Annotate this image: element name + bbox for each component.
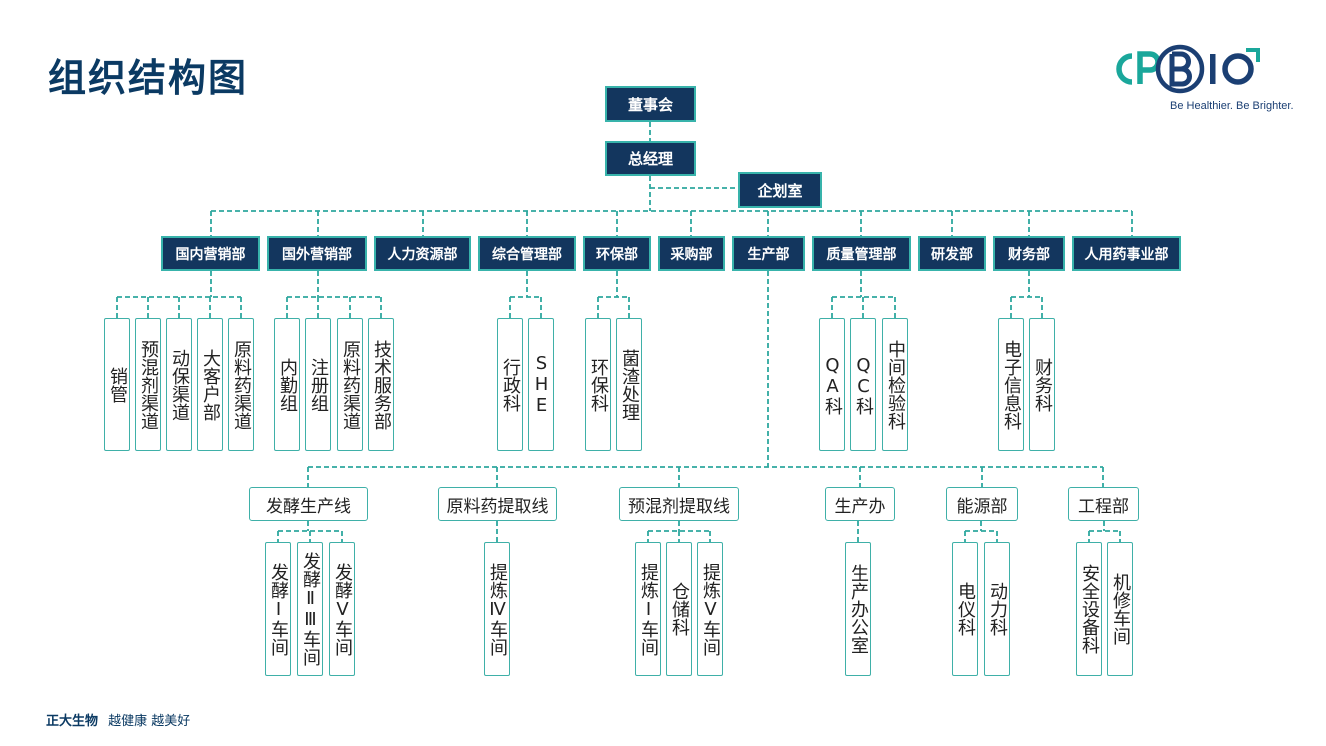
footer: 正大生物 越健康 越美好 bbox=[46, 710, 190, 729]
unit-box: 销管 bbox=[104, 318, 130, 451]
unit-box: 技术服务部 bbox=[368, 318, 394, 451]
unit-box: 内勤组 bbox=[274, 318, 300, 451]
workshop-box: 机修车间 bbox=[1107, 542, 1133, 676]
line-box: 生产办 bbox=[825, 487, 895, 521]
workshop-box: 安全设备科 bbox=[1076, 542, 1102, 676]
footer-slogan: 越健康 越美好 bbox=[108, 714, 191, 729]
line-box: 能源部 bbox=[946, 487, 1018, 521]
unit-box: 注册组 bbox=[305, 318, 331, 451]
workshop-box: 电仪科 bbox=[952, 542, 978, 676]
unit-box: 大客户部 bbox=[197, 318, 223, 451]
workshop-box: 发酵ⅡⅢ车间 bbox=[297, 542, 323, 676]
unit-box: 行政科 bbox=[497, 318, 523, 451]
line-box: 工程部 bbox=[1068, 487, 1139, 521]
dept-box: 财务部 bbox=[993, 236, 1065, 271]
line-box: 预混剂提取线 bbox=[619, 487, 739, 521]
dept-box: 人力资源部 bbox=[374, 236, 471, 271]
unit-box: QC科 bbox=[850, 318, 876, 451]
workshop-box: 发酵Ⅰ车间 bbox=[265, 542, 291, 676]
workshop-box: 提炼Ⅴ车间 bbox=[697, 542, 723, 676]
unit-box: SHE bbox=[528, 318, 554, 451]
unit-box: 环保科 bbox=[585, 318, 611, 451]
dept-box: 环保部 bbox=[583, 236, 651, 271]
unit-box: 原料药渠道 bbox=[337, 318, 363, 451]
box-planning-office: 企划室 bbox=[738, 172, 822, 208]
unit-box: 中间检验科 bbox=[882, 318, 908, 451]
line-box: 原料药提取线 bbox=[438, 487, 557, 521]
unit-box: 电子信息科 bbox=[998, 318, 1024, 451]
box-board: 董事会 bbox=[605, 86, 696, 122]
unit-box: 原料药渠道 bbox=[228, 318, 254, 451]
box-general-manager: 总经理 bbox=[605, 141, 696, 176]
unit-box: 预混剂渠道 bbox=[135, 318, 161, 451]
unit-box: 财务科 bbox=[1029, 318, 1055, 451]
unit-box: 动保渠道 bbox=[166, 318, 192, 451]
dept-box: 质量管理部 bbox=[812, 236, 911, 271]
workshop-box: 动力科 bbox=[984, 542, 1010, 676]
line-box: 发酵生产线 bbox=[249, 487, 368, 521]
workshop-box: 发酵Ⅴ车间 bbox=[329, 542, 355, 676]
dept-box: 综合管理部 bbox=[478, 236, 576, 271]
dept-box: 国外营销部 bbox=[267, 236, 367, 271]
footer-company: 正大生物 bbox=[46, 714, 99, 729]
unit-box: QA科 bbox=[819, 318, 845, 451]
workshop-box: 仓储科 bbox=[666, 542, 692, 676]
company-logo: Be Healthier. Be Brighter. bbox=[1108, 44, 1294, 118]
workshop-box: 提炼Ⅳ车间 bbox=[484, 542, 510, 676]
dept-box: 人用药事业部 bbox=[1072, 236, 1181, 271]
workshop-box: 生产办公室 bbox=[845, 542, 871, 676]
workshop-box: 提炼Ⅰ车间 bbox=[635, 542, 661, 676]
dept-box: 生产部 bbox=[732, 236, 805, 271]
dept-box: 研发部 bbox=[918, 236, 986, 271]
logo-slogan: Be Healthier. Be Brighter. bbox=[1170, 100, 1294, 112]
dept-box: 采购部 bbox=[658, 236, 725, 271]
cpbio-logo-icon bbox=[1116, 44, 1260, 94]
page-title: 组织结构图 bbox=[48, 56, 249, 100]
dept-box: 国内营销部 bbox=[161, 236, 260, 271]
unit-box: 菌渣处理 bbox=[616, 318, 642, 451]
